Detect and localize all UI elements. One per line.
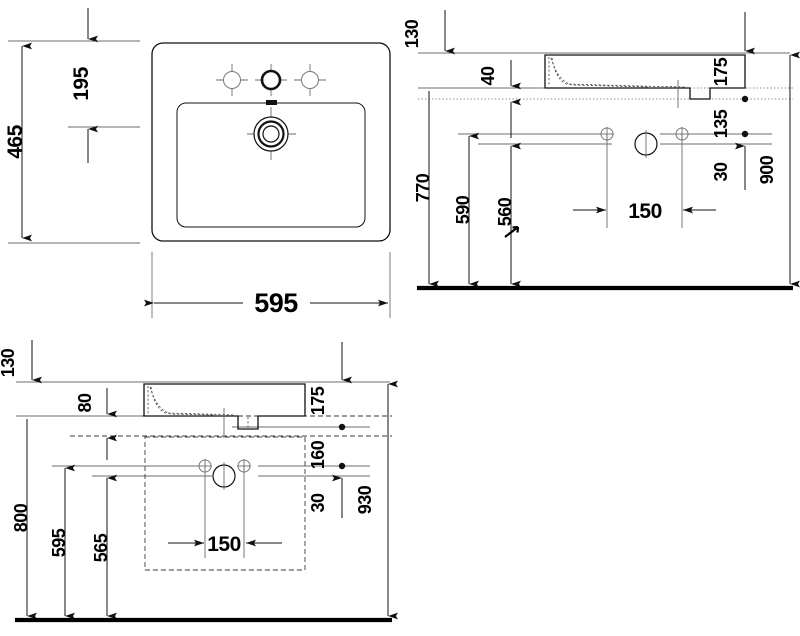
node-dot-waste-upper bbox=[741, 130, 749, 138]
plan-view: 465 195 595 bbox=[4, 8, 391, 318]
dimension-label-upper-590: 590 bbox=[453, 195, 473, 224]
dimension-label-upper-560: 560 bbox=[495, 197, 515, 226]
dimension-upper-590: 590 bbox=[453, 132, 479, 288]
dimension-label-upper-150: 150 bbox=[628, 200, 662, 223]
basin-profile-lower bbox=[143, 383, 306, 438]
dimension-label-lower-930: 930 bbox=[355, 485, 375, 514]
dimension-upper-900: 900 bbox=[757, 51, 800, 288]
tap-hole-right bbox=[294, 64, 326, 96]
node-dot-waste-lower bbox=[338, 462, 346, 470]
dimension-lower-595: 595 bbox=[49, 464, 75, 620]
dimension-label-upper-130: 130 bbox=[402, 19, 422, 48]
dimension-lower-80: 80 bbox=[75, 388, 117, 418]
basin-outer-outline bbox=[151, 42, 391, 242]
basin-profile-upper bbox=[544, 54, 746, 108]
dimension-label-595: 595 bbox=[254, 288, 298, 318]
dimension-lower-930: 930 bbox=[355, 380, 398, 620]
dimension-label-lower-80: 80 bbox=[75, 393, 95, 413]
dimension-upper-150: 150 bbox=[573, 200, 716, 223]
basin-body-profile-lower bbox=[143, 383, 306, 430]
dimension-plan-195: 195 bbox=[70, 8, 98, 163]
upper-reference-lines bbox=[418, 52, 793, 145]
dimension-label-lower-150: 150 bbox=[207, 533, 241, 556]
dimension-plan-465: 465 bbox=[4, 42, 32, 242]
dimension-label-lower-595: 595 bbox=[49, 528, 69, 557]
dimension-label-upper-30: 30 bbox=[711, 162, 731, 182]
dimension-label-upper-40: 40 bbox=[478, 66, 498, 86]
cabinet-outline bbox=[144, 436, 306, 571]
dimension-label-lower-30: 30 bbox=[308, 493, 328, 513]
dimension-label-lower-565: 565 bbox=[91, 533, 111, 562]
dimension-lower-30: 30 bbox=[308, 474, 343, 518]
dimension-upper-770: 770 bbox=[413, 91, 439, 288]
node-dot-supply-lower bbox=[338, 423, 346, 431]
dimension-lower-175: 175 bbox=[308, 342, 352, 415]
dimension-label-lower-800: 800 bbox=[11, 503, 31, 532]
dimension-upper-560: 560 bbox=[495, 142, 521, 288]
dimension-label-upper-135: 135 bbox=[711, 109, 731, 138]
dimension-lower-800: 800 bbox=[11, 419, 37, 620]
dimension-lower-150: 150 bbox=[168, 533, 282, 556]
dimension-upper-40: 40 bbox=[478, 60, 521, 138]
dimension-label-upper-175: 175 bbox=[711, 57, 731, 86]
dimension-upper-30: 30 bbox=[711, 142, 746, 190]
dimension-label-lower-175: 175 bbox=[308, 386, 328, 415]
supply-symbols-upper bbox=[600, 127, 689, 228]
supply-symbols-lower bbox=[198, 459, 251, 558]
dimension-label-195: 195 bbox=[70, 66, 93, 100]
dimension-upper-175: 175 bbox=[711, 12, 755, 86]
dimension-label-lower-130: 130 bbox=[0, 348, 18, 377]
dimension-lower-565: 565 bbox=[91, 434, 117, 620]
dimension-plan-595: 595 bbox=[144, 288, 388, 318]
overflow-slot bbox=[266, 100, 277, 105]
basin-interior-profile2-upper bbox=[550, 57, 649, 88]
dimension-lower-130: 130 bbox=[0, 340, 42, 384]
dimension-label-upper-770: 770 bbox=[413, 173, 433, 202]
arrow-up-right-icon bbox=[504, 225, 520, 238]
side-section-view-upper: 130 40 175 135 30 900 bbox=[402, 10, 800, 291]
dimension-label-465: 465 bbox=[4, 124, 27, 158]
dimension-lower-160: 160 bbox=[308, 423, 346, 470]
node-dot-supply-upper bbox=[741, 95, 749, 103]
dimension-upper-135: 135 bbox=[711, 95, 749, 138]
basin-interior-profile2-lower bbox=[149, 386, 215, 416]
basin-body-profile-upper bbox=[544, 54, 746, 100]
dimension-label-lower-160: 160 bbox=[308, 440, 328, 469]
plan-witness-lines bbox=[8, 40, 391, 318]
dimension-label-upper-900: 900 bbox=[757, 155, 777, 184]
dimension-upper-130: 130 bbox=[402, 10, 455, 55]
side-section-view-lower: 130 80 175 160 30 930 bbox=[0, 340, 398, 623]
tap-hole-left bbox=[216, 64, 248, 96]
tap-hole-center bbox=[255, 64, 287, 96]
drain-plan bbox=[247, 107, 296, 160]
